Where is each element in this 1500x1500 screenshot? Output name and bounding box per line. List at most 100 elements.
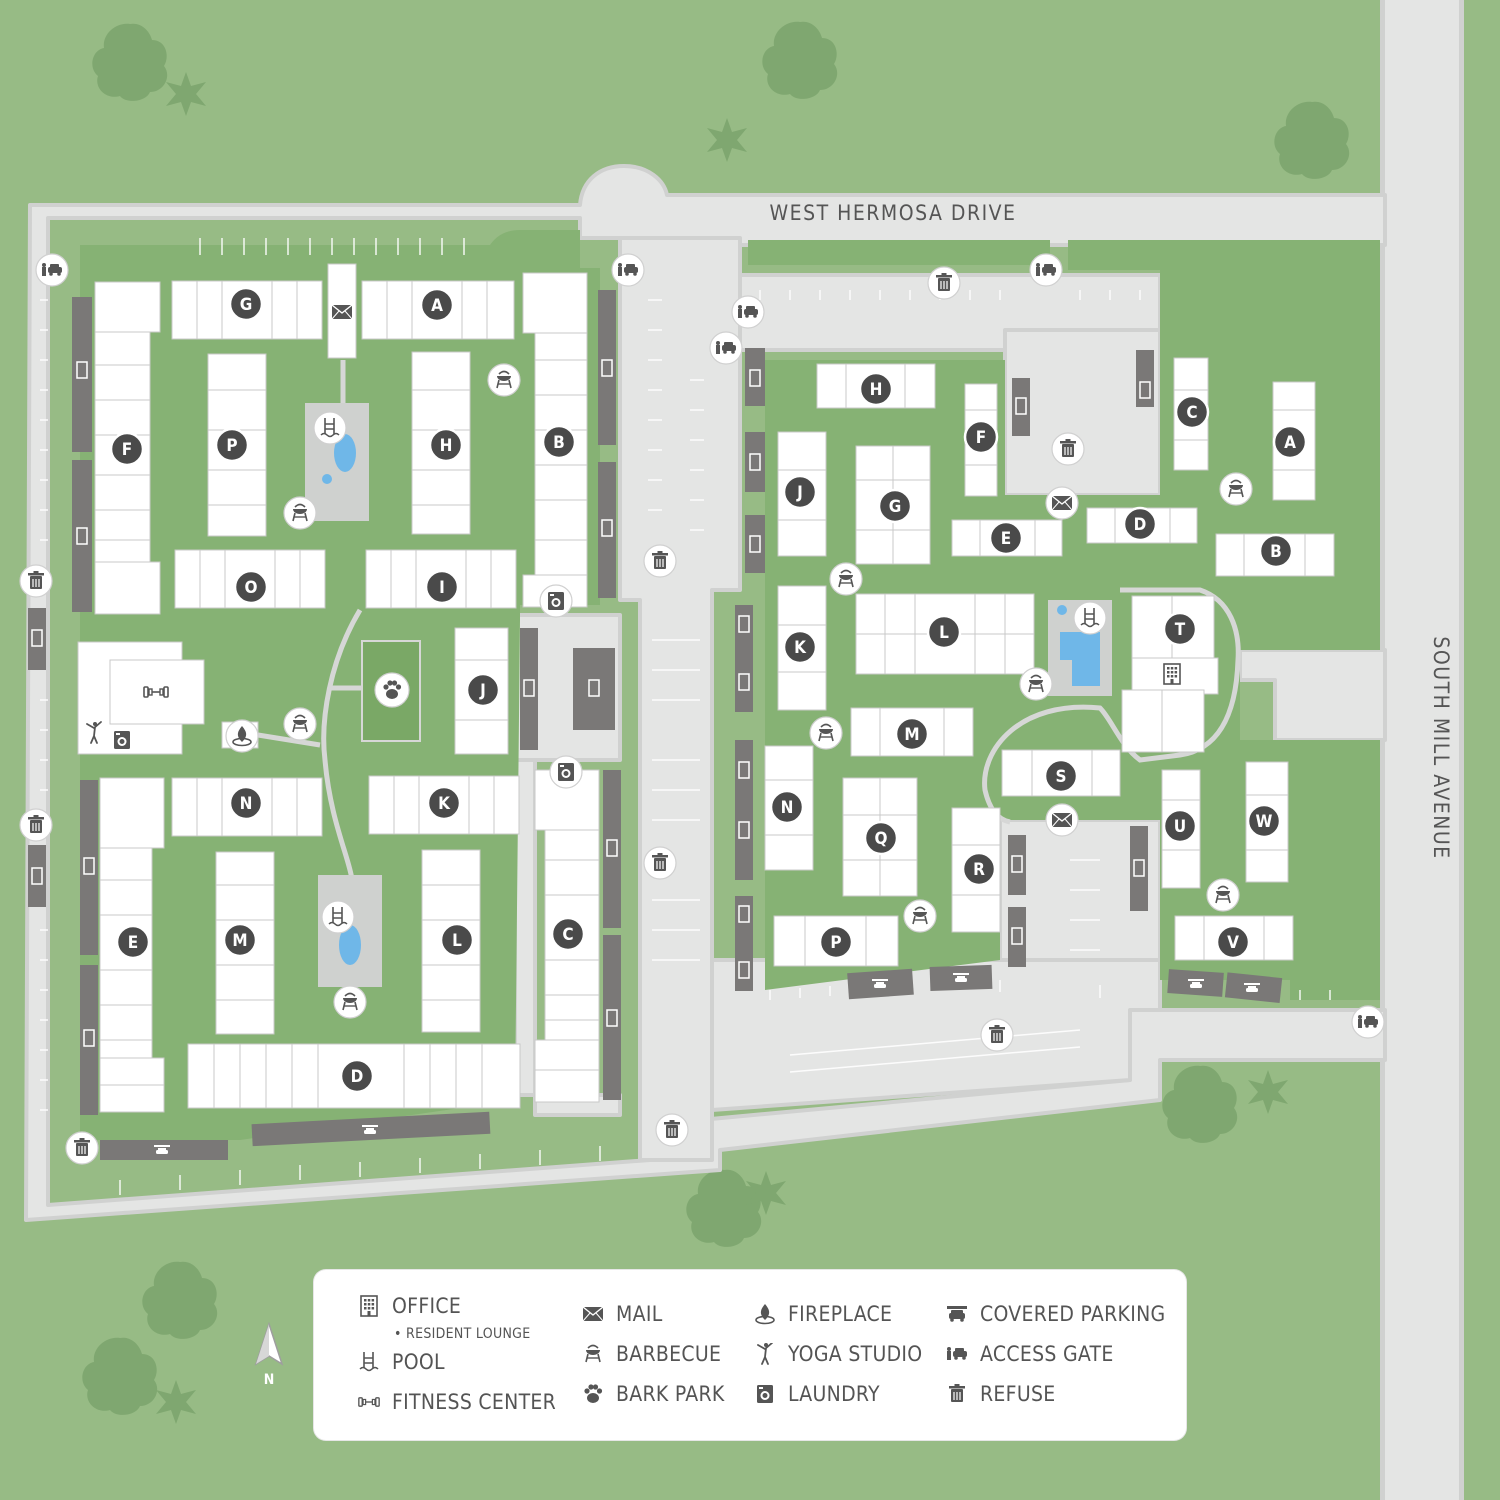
west-building-K-badge[interactable]: K: [426, 785, 462, 821]
west-building-A-badge[interactable]: A: [419, 287, 455, 323]
west-building-G-badge[interactable]: G: [228, 286, 264, 322]
refuse-marker[interactable]: [19, 564, 53, 598]
svg-text:P: P: [830, 933, 841, 953]
svg-text:B: B: [553, 433, 565, 453]
east-building-S-badge[interactable]: S: [1043, 758, 1079, 794]
barbecue-marker[interactable]: [487, 363, 521, 397]
east-building-N-badge[interactable]: N: [769, 789, 805, 825]
east-building-F-badge[interactable]: F: [963, 419, 999, 455]
mail-marker[interactable]: [1045, 803, 1079, 837]
laundry-marker[interactable]: [549, 755, 583, 789]
svg-text:F: F: [976, 428, 986, 448]
svg-text:M: M: [232, 931, 247, 951]
legend-access-gate: ACCESS GATE: [946, 1342, 1114, 1366]
barbecue-marker[interactable]: [1019, 667, 1053, 701]
east-building-K-badge[interactable]: K: [782, 629, 818, 665]
access-gate-marker[interactable]: [611, 253, 645, 287]
bark-park-marker[interactable]: [374, 672, 410, 708]
svg-text:L: L: [939, 623, 949, 643]
east-building-V-badge[interactable]: V: [1215, 924, 1251, 960]
fireplace-marker[interactable]: [225, 719, 259, 753]
barbecue-marker[interactable]: [1206, 878, 1240, 912]
svg-text:N: N: [240, 794, 253, 814]
east-building-C-badge[interactable]: C: [1174, 394, 1210, 430]
east-building-Q-badge[interactable]: Q: [863, 820, 899, 856]
refuse-marker[interactable]: [643, 846, 677, 880]
east-building-B-badge[interactable]: B: [1258, 533, 1294, 569]
building-west-fitness: [77, 641, 205, 755]
refuse-icon: [27, 570, 45, 590]
barbecue-marker[interactable]: [903, 899, 937, 933]
west-building-E-badge[interactable]: E: [115, 924, 151, 960]
east-building-E-badge[interactable]: E: [988, 520, 1024, 556]
svg-text:U: U: [1174, 817, 1186, 837]
legend-barbecue: BARBECUE: [582, 1342, 721, 1366]
east-building-G-badge[interactable]: G: [877, 488, 913, 524]
svg-text:J: J: [796, 483, 803, 503]
east-building-M-badge[interactable]: M: [894, 716, 930, 752]
refuse-icon: [948, 1383, 966, 1403]
access-gate-marker[interactable]: [35, 253, 69, 287]
west-building-C-badge[interactable]: C: [550, 916, 586, 952]
pool-marker[interactable]: [321, 900, 355, 934]
svg-text:H: H: [440, 436, 453, 456]
south-mill-avenue: SOUTH MILL AVENUE: [1380, 0, 1464, 1500]
east-building-P-badge[interactable]: P: [818, 924, 854, 960]
legend-refuse: REFUSE: [946, 1382, 1056, 1406]
mail-marker[interactable]: [1045, 486, 1079, 520]
west-building-P-badge[interactable]: P: [214, 427, 250, 463]
legend-office: OFFICE: [358, 1294, 461, 1318]
svg-text:D: D: [1134, 515, 1147, 535]
refuse-marker[interactable]: [19, 808, 53, 842]
west-building-D-badge[interactable]: D: [339, 1058, 375, 1094]
svg-text:Q: Q: [875, 829, 888, 849]
refuse-marker[interactable]: [927, 266, 961, 300]
laundry-marker[interactable]: [539, 584, 573, 618]
access-gate-marker[interactable]: [1351, 1005, 1385, 1039]
west-building-N-badge[interactable]: N: [228, 785, 264, 821]
svg-text:W: W: [1256, 812, 1273, 832]
barbecue-marker[interactable]: [283, 707, 317, 741]
svg-text:R: R: [973, 860, 985, 880]
west-building-F-badge[interactable]: F: [109, 431, 145, 467]
west-building-O-badge[interactable]: O: [233, 569, 269, 605]
barbecue-marker[interactable]: [809, 716, 843, 750]
east-building-J-badge[interactable]: J: [782, 474, 818, 510]
legend-fireplace: FIREPLACE: [754, 1302, 892, 1326]
east-building-H-badge[interactable]: H: [858, 371, 894, 407]
west-building-L-badge[interactable]: L: [439, 922, 475, 958]
refuse-marker[interactable]: [1051, 432, 1085, 466]
east-building-W-badge[interactable]: W: [1246, 803, 1282, 839]
fireplace-icon: [755, 1303, 775, 1325]
west-building-B-badge[interactable]: B: [541, 424, 577, 460]
pool-marker[interactable]: [1073, 601, 1107, 635]
mail-icon: [1051, 495, 1073, 511]
east-building-R-badge[interactable]: R: [961, 851, 997, 887]
amenity-markers[interactable]: [19, 253, 1385, 1165]
west-building-I-badge[interactable]: I: [424, 569, 460, 605]
east-building-L-badge[interactable]: L: [926, 614, 962, 650]
refuse-marker[interactable]: [980, 1018, 1014, 1052]
refuse-marker[interactable]: [643, 544, 677, 578]
svg-text:E: E: [128, 933, 138, 953]
access-gate-marker[interactable]: [731, 295, 765, 329]
building-badges-east[interactable]: H C A F J G E D B T K L M S N Q R U W P V: [769, 371, 1308, 960]
barbecue-marker[interactable]: [1219, 472, 1253, 506]
access-gate-marker[interactable]: [709, 331, 743, 365]
east-building-D-badge[interactable]: D: [1122, 506, 1158, 542]
east-building-T-badge[interactable]: T: [1162, 611, 1198, 647]
west-building-J-badge[interactable]: J: [465, 672, 501, 708]
building-badges-west[interactable]: G A F P H B O I J N K E M L C D: [109, 286, 586, 1094]
pool-marker[interactable]: [313, 411, 347, 445]
barbecue-marker[interactable]: [333, 985, 367, 1019]
parking-stalls: [40, 238, 1331, 1195]
west-building-H-badge[interactable]: H: [428, 427, 464, 463]
barbecue-marker[interactable]: [283, 496, 317, 530]
west-building-M-badge[interactable]: M: [222, 922, 258, 958]
access-gate-marker[interactable]: [1029, 253, 1063, 287]
east-building-U-badge[interactable]: U: [1162, 808, 1198, 844]
east-building-A-badge[interactable]: A: [1272, 424, 1308, 460]
barbecue-marker[interactable]: [829, 562, 863, 596]
refuse-marker[interactable]: [655, 1113, 689, 1147]
refuse-marker[interactable]: [65, 1131, 99, 1165]
